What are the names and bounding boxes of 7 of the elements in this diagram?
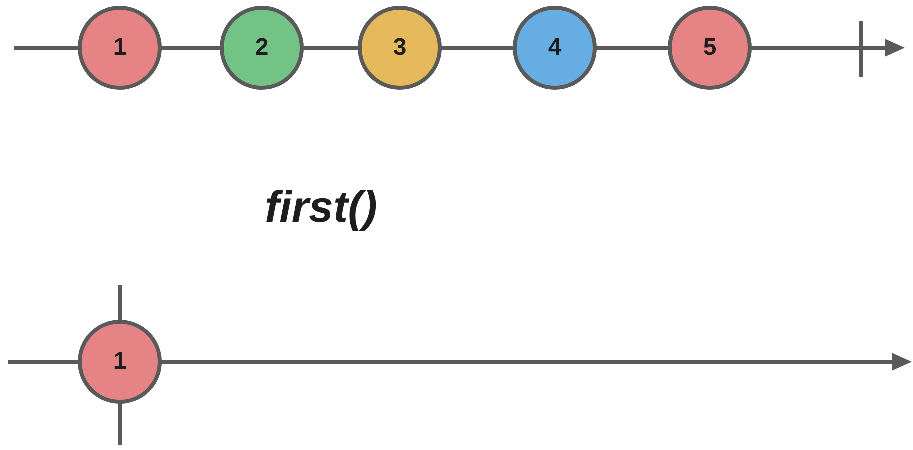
operator-label: first()	[265, 186, 378, 230]
marble-value: 1	[113, 350, 127, 374]
marble-value: 5	[703, 36, 717, 60]
marble-value: 1	[113, 36, 127, 60]
marble-value: 2	[255, 36, 269, 60]
marble-value: 4	[548, 36, 562, 60]
marble-value: 3	[393, 36, 407, 60]
